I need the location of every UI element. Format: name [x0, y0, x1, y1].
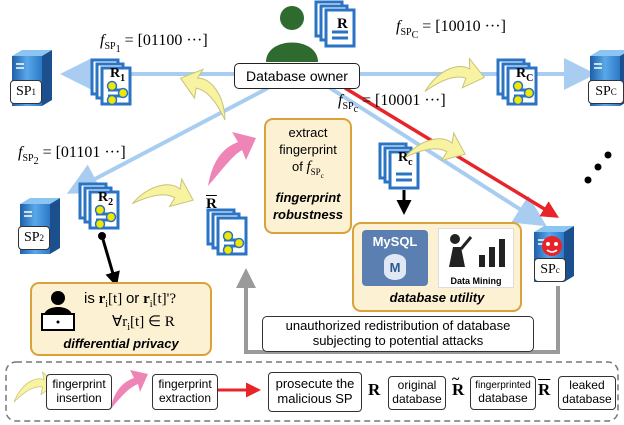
insertion-arrow-sp1 — [171, 62, 240, 121]
differential-privacy-title: differential privacy — [63, 336, 179, 351]
legend-fingerprinted-r: ~R — [452, 372, 465, 399]
fingerprint-robustness-box: extract fingerprint of fSPc fingerprint … — [264, 118, 352, 234]
doc-rc-label: Rc — [398, 150, 413, 168]
person-icon — [266, 6, 318, 62]
fingerprint-sp1: fSP1 = [01100 ···] — [100, 32, 208, 56]
robustness-line1: extract — [288, 125, 328, 140]
fingerprint-sp2: fSP2 = [01101 ···] — [18, 144, 126, 168]
privacy-forall: ∀ri[t] ∈ R — [112, 314, 175, 333]
server-spc-icon — [533, 225, 575, 283]
fingerprint-spc: fSPc = [10001 ···] — [338, 92, 446, 116]
robustness-line3: of fSPc — [292, 159, 324, 180]
svg-text:R: R — [337, 16, 348, 32]
privacy-question: is ri[t] or ri[t]'? — [84, 290, 177, 310]
legend-frame — [5, 361, 619, 422]
hacker-laptop-icon — [41, 291, 75, 331]
arrow-r2-to-privacy — [100, 235, 120, 287]
more-dot — [594, 163, 602, 171]
extraction-arrow — [208, 132, 256, 186]
differential-privacy-box: is ri[t] or ri[t]'? ∀ri[t] ∈ R different… — [30, 282, 212, 356]
more-dot — [604, 151, 612, 159]
legend-original-r: R — [368, 380, 381, 399]
doc-r1-label: R1 — [110, 66, 126, 84]
database-owner-label: Database owner — [234, 63, 360, 89]
arrow-owner-spc — [328, 86, 547, 227]
original-database-doc — [314, 0, 356, 48]
insertion-arrow-sp2 — [131, 165, 200, 224]
doc-leaked-label: R — [206, 196, 217, 212]
doc-leaked-icon — [206, 208, 248, 256]
arrow-redistribution — [236, 268, 560, 354]
database-utility-box: MySQL M Data Mining database utility — [352, 222, 522, 312]
fingerprint-spC: fSPC = [10010 ···] — [396, 18, 506, 42]
arrow-owner-sp2 — [66, 86, 269, 194]
legend-leaked-r: R — [538, 380, 551, 399]
doc-rC-label: RC — [516, 66, 534, 84]
more-dot — [584, 176, 592, 184]
robustness-title2: robustness — [272, 207, 344, 223]
doc-r2-label: R2 — [98, 190, 114, 208]
robustness-title1: fingerprint — [275, 190, 341, 206]
database-utility-title: database utility — [389, 290, 485, 305]
mysql-icon: MySQL M — [362, 230, 428, 286]
robustness-line2: fingerprint — [279, 142, 337, 157]
data-mining-icon: Data Mining — [438, 228, 514, 288]
legend-pink-arrow — [110, 370, 148, 410]
